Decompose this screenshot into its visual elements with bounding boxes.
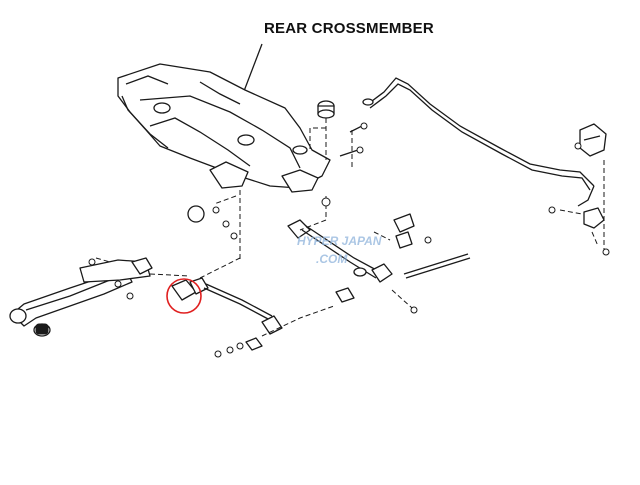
highlighted-bushing-circle <box>166 278 202 314</box>
bolt-icon <box>187 205 238 240</box>
trailing-arm-icon <box>9 257 153 337</box>
watermark-text: HYPER JAPAN <box>297 234 382 248</box>
bushing-icon <box>335 287 355 303</box>
rear-crossmember-label: REAR CROSSMEMBER <box>264 20 434 37</box>
rear-crossmember-icon <box>117 63 331 193</box>
lateral-link-icon <box>287 219 393 283</box>
bolt-icon <box>88 258 134 300</box>
bushing-icon <box>317 100 335 119</box>
bolt-icon <box>339 122 368 157</box>
bracket-icon <box>548 123 610 256</box>
watermark-domain: .COM <box>316 252 348 266</box>
bushing-icon <box>393 213 432 249</box>
bolt-icon <box>214 337 263 358</box>
lateral-link-icon <box>171 277 283 335</box>
stabilizer-bar-icon <box>362 77 595 207</box>
